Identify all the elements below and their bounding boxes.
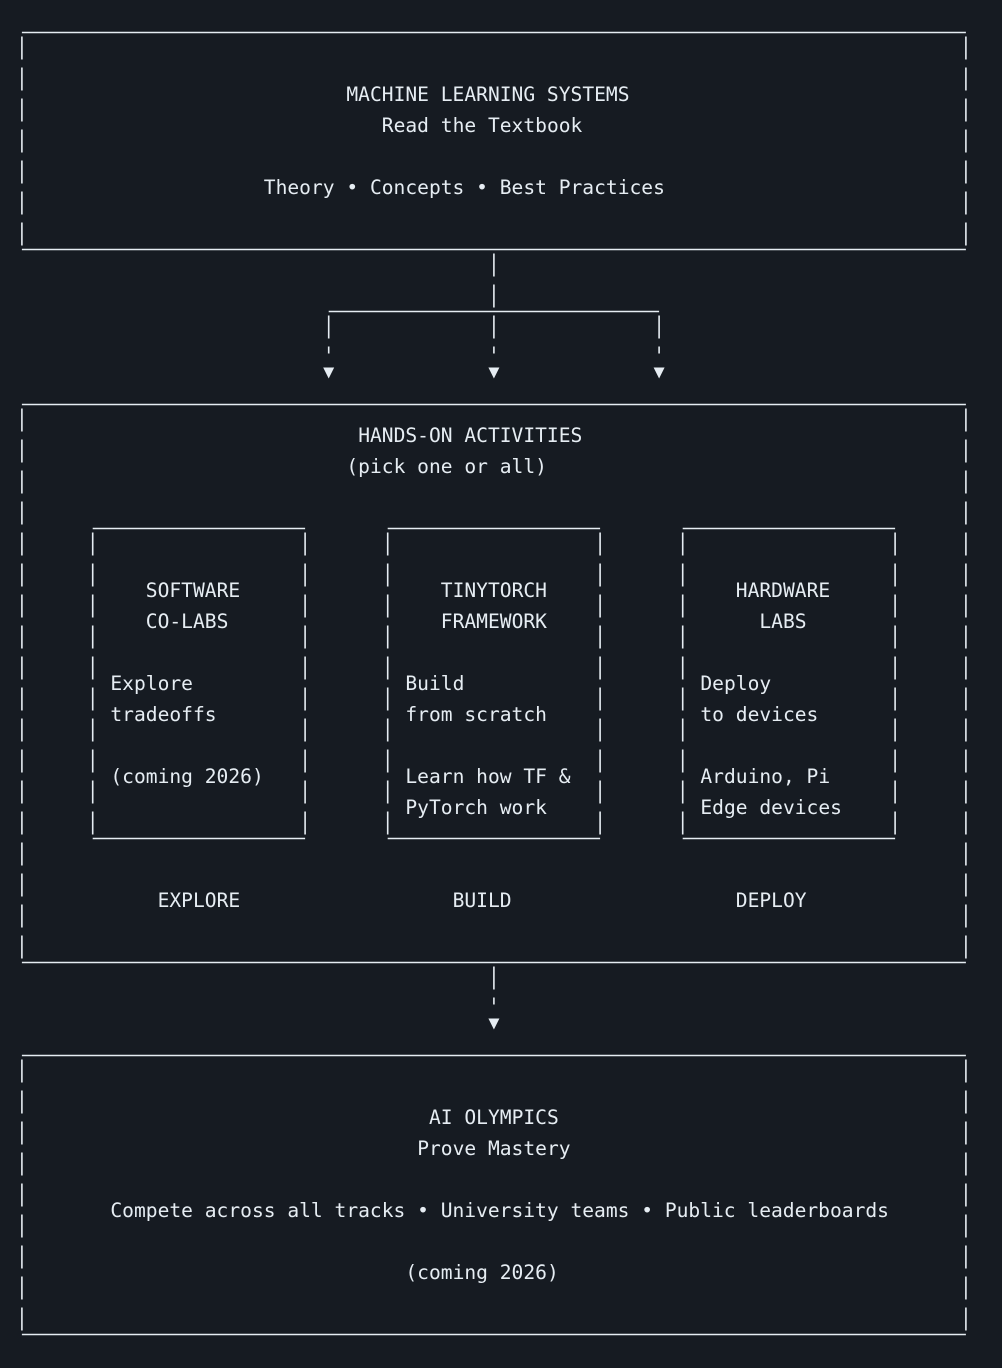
- card-title: LABS: [759, 610, 807, 633]
- card-note: (coming 2026): [110, 765, 264, 788]
- card-title: SOFTWARE: [145, 579, 241, 602]
- card-footer: EXPLORE: [157, 889, 241, 912]
- card-footer: DEPLOY: [735, 889, 807, 912]
- card-note: PyTorch work: [405, 796, 547, 819]
- arrow-down-icon: [323, 367, 335, 379]
- card-note: Edge devices: [700, 796, 842, 819]
- card-desc: Build: [405, 672, 465, 695]
- olympics-note: (coming 2026): [405, 1261, 559, 1284]
- olympics-title: AI OLYMPICS: [429, 1106, 559, 1129]
- card-title: CO-LABS: [145, 610, 229, 633]
- card-footer: BUILD: [452, 889, 512, 912]
- textbook-subtitle: Read the Textbook: [381, 114, 583, 137]
- card-title: FRAMEWORK: [440, 610, 547, 633]
- card-note: Arduino, Pi: [700, 765, 831, 788]
- arrow-down-icon: [488, 1018, 500, 1030]
- card-note: Learn how TF &: [405, 765, 571, 788]
- card-desc: to devices: [700, 703, 819, 726]
- card-desc: Explore: [110, 672, 193, 695]
- activities-title: HANDS-ON ACTIVITIES: [358, 424, 583, 447]
- card-desc: tradeoffs: [110, 703, 217, 726]
- arrow-down-icon: [653, 367, 665, 379]
- card-desc: from scratch: [405, 703, 547, 726]
- activities-subtitle: (pick one or all): [346, 455, 547, 478]
- card-title: TINYTORCH: [440, 579, 547, 602]
- olympics-tagline: Compete across all tracks • University t…: [110, 1199, 889, 1222]
- card-desc: Deploy: [700, 672, 772, 695]
- arrow-down-icon: [488, 367, 500, 379]
- textbook-tagline: Theory • Concepts • Best Practices: [263, 176, 665, 199]
- olympics-subtitle: Prove Mastery: [417, 1137, 571, 1160]
- textbook-title: MACHINE LEARNING SYSTEMS: [346, 83, 630, 106]
- card-title: HARDWARE: [735, 579, 831, 602]
